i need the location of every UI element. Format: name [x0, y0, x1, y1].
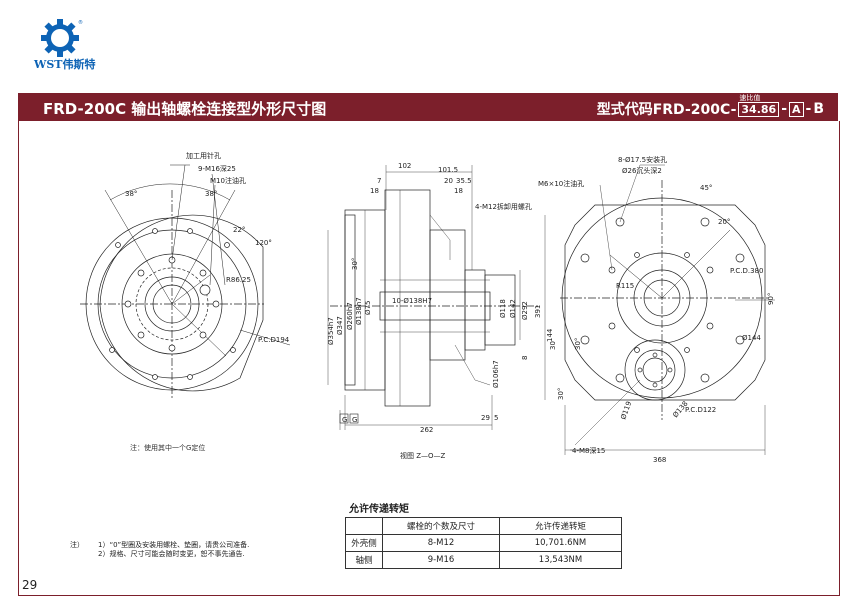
dimension-label: 90°: [767, 293, 775, 305]
svg-text:®: ®: [78, 19, 83, 26]
brand-name: WST伟斯特: [34, 58, 96, 71]
dimension-label: 30: [549, 341, 557, 350]
callout-oil-hole: M10注油孔: [210, 176, 246, 185]
dimension-label: P.C.D122: [685, 406, 716, 414]
callout-removal-holes: 4-M12拆卸用螺孔: [475, 202, 532, 211]
angle-left: 38°: [125, 190, 137, 198]
ratio-label: 速比值: [739, 93, 761, 102]
table-cell: 外壳侧: [345, 534, 383, 552]
dimension-label: R115: [616, 282, 634, 290]
dimension-label: 20°: [718, 218, 730, 226]
angle-120: 120°: [255, 239, 272, 247]
callout-pin-holes: 10-Ø138H7: [392, 297, 432, 305]
callout-mount-holes: 8-Ø17.5安装孔: [618, 155, 667, 164]
dimension-label: P.C.D.380: [730, 267, 763, 275]
model-code: 型式代码FRD-200C- 速比值 34.86 - A - B: [596, 94, 824, 119]
dimension-label: 30°: [351, 258, 359, 270]
dimension-label: Ø118: [499, 299, 507, 318]
page-title: FRD-200C 输出轴螺栓连接型外形尺寸图: [43, 100, 327, 118]
dimension-label: Ø260h7: [346, 302, 354, 330]
table-header-row: 螺栓的个数及尺寸 允许传递转矩: [345, 517, 622, 535]
table-cell: 10,701.6NM: [499, 534, 622, 552]
ratio-value: 34.86: [741, 102, 777, 116]
callout-m8: 4-M8深15: [572, 446, 605, 455]
note-line-2: 2）规格、尺寸可能会随时变更，恕不事先通告.: [98, 550, 245, 558]
dimension-label: Ø119: [619, 400, 633, 420]
table-cell: 9-M16: [382, 551, 500, 569]
dimension-label: G: [352, 416, 357, 424]
torque-title: 允许传递转矩: [349, 504, 409, 515]
dimension-label: 391: [534, 305, 542, 318]
table-row: 轴侧 9-M16 13,543NM: [345, 551, 622, 569]
content-frame: [18, 121, 840, 596]
page-number: 29: [22, 578, 38, 592]
note-line-1: 1）“0”型圈及安装用螺栓、垫圈，请贵公司准备.: [98, 541, 250, 549]
right-view-drawing: [560, 180, 770, 420]
radius-label: R86.25: [226, 276, 251, 284]
angle-right: 38°: [205, 190, 217, 198]
width-dim: 368: [653, 456, 666, 464]
gear-logo-icon: ®: [41, 19, 83, 57]
dimension-label: 30°: [557, 388, 565, 400]
dimension-label: Ø75: [364, 301, 372, 315]
table-header-cell: 允许传递转矩: [499, 517, 622, 535]
center-view-drawing: [330, 189, 540, 407]
dimension-label: 18: [454, 187, 463, 195]
dimension-label: 144: [546, 328, 554, 342]
datum-note: 注：使用其中一个G定位: [130, 444, 206, 452]
dimension-label: 20: [444, 177, 453, 185]
table-header-cell: [345, 517, 383, 535]
dimension-label: Ø142: [509, 299, 517, 318]
dimension-label: 18: [370, 187, 379, 195]
dimension-label: 45°: [700, 184, 712, 192]
variant-box: A: [789, 101, 804, 117]
dimension-label: 7: [377, 177, 381, 185]
torque-table: 螺栓的个数及尺寸 允许传递转矩 外壳侧 8-M12 10,701.6NM 轴侧 …: [345, 517, 622, 569]
callout-bolt-holes: 9-M16深25: [198, 164, 236, 173]
dimension-label: 30°: [574, 338, 582, 350]
separator: -: [781, 101, 787, 117]
dimension-label: G: [342, 416, 347, 424]
dimension-label: 101.5: [438, 166, 458, 174]
separator: -: [805, 101, 812, 117]
dimension-label: 262: [420, 426, 433, 434]
dimension-label: 102: [398, 162, 411, 170]
table-cell: 轴侧: [345, 551, 383, 569]
dimension-label: 5: [494, 414, 498, 422]
table-cell: 13,543NM: [499, 551, 622, 569]
dimension-label: Ø144: [742, 334, 761, 342]
ratio-box: 速比值 34.86: [738, 94, 780, 117]
table-row: 外壳侧 8-M12 10,701.6NM: [345, 534, 622, 552]
callout-pin-hole: 加工用针孔: [186, 151, 221, 160]
notes-label: 注）: [70, 541, 84, 549]
dimension-label: Ø354h7: [327, 317, 335, 345]
dimension-label: 8: [521, 356, 529, 360]
table-cell: 8-M12: [382, 534, 500, 552]
dimension-label: 35.5: [456, 177, 472, 185]
model-suffix: B: [813, 101, 824, 117]
view-label: 视图 Z—O—Z: [400, 451, 446, 460]
table-header-cell: 螺栓的个数及尺寸: [382, 517, 500, 535]
dimension-label: Ø347: [336, 316, 344, 335]
dimension-label: Ø106h7: [492, 360, 500, 388]
left-view-drawing: [80, 190, 264, 400]
angle-22: 22°: [233, 226, 245, 234]
model-prefix: 型式代码FRD-200C-: [596, 102, 737, 118]
title-bar: FRD-200C 输出轴螺栓连接型外形尺寸图 型式代码FRD-200C- 速比值…: [18, 93, 838, 121]
dimension-label: 29: [481, 414, 490, 422]
callout-counterbore: Ø26沉头深2: [622, 166, 662, 175]
callout-oil-hole-m6: M6×10注油孔: [538, 179, 584, 188]
dimension-label: Ø138h7: [355, 297, 363, 325]
dimension-label: Ø292: [521, 301, 529, 320]
pcd-label: P.C.D194: [258, 336, 290, 344]
